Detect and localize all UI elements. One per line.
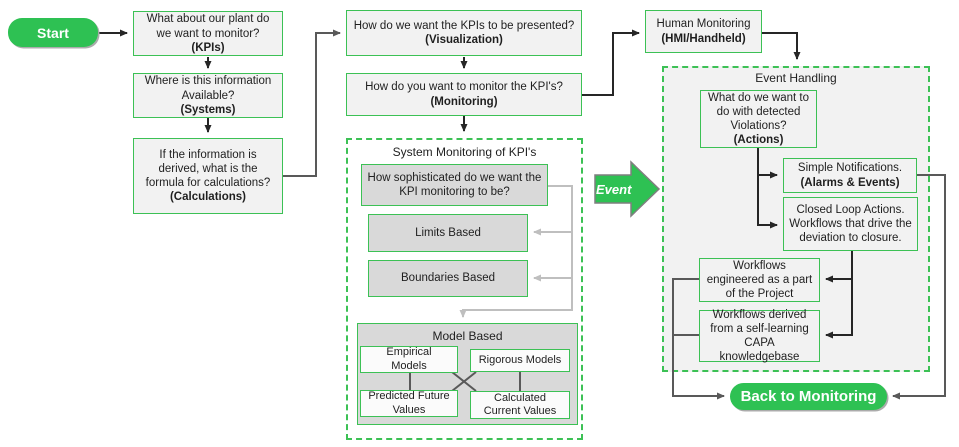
event-label: Event — [596, 182, 632, 197]
node-monitoring-text: How do you want to monitor the KPI's? — [365, 81, 563, 94]
arrow-calculations-to-visualization — [283, 29, 341, 177]
node-monitoring[interactable]: How do you want to monitor the KPI's? (M… — [346, 73, 582, 116]
node-limits-based-text: Limits Based — [415, 226, 481, 239]
back-to-monitoring-node[interactable]: Back to Monitoring — [730, 383, 887, 410]
node-sophistication-text: How sophisticated do we want the KPI mon… — [367, 171, 542, 198]
node-actions-tag: (Actions) — [733, 134, 784, 147]
node-limits-based[interactable]: Limits Based — [368, 214, 528, 252]
node-visualization-text: How do we want the KPIs to be presented? — [353, 19, 575, 32]
node-workflows-capa-text: Workflows derived from a self-learning C… — [710, 308, 809, 364]
node-sophistication[interactable]: How sophisticated do we want the KPI mon… — [361, 164, 548, 206]
node-kpis-tag: (KPIs) — [191, 41, 225, 54]
node-workflows-project-text: Workflows engineered as a part of the Pr… — [706, 259, 813, 301]
node-workflows-capa[interactable]: Workflows derived from a self-learning C… — [699, 308, 820, 364]
node-empirical-models[interactable]: Empirical Models — [360, 346, 458, 373]
node-kpis[interactable]: What about our plant do we want to monit… — [133, 11, 283, 56]
node-boundaries-based-text: Boundaries Based — [401, 272, 495, 285]
node-calculations-text: If the information is derived, what is t… — [145, 148, 271, 189]
node-visualization[interactable]: How do we want the KPIs to be presented?… — [346, 10, 582, 56]
start-node[interactable]: Start — [8, 18, 98, 47]
node-predicted-future-values-text: Predicted Future Values — [368, 390, 450, 416]
node-rigorous-models-text: Rigorous Models — [478, 353, 562, 366]
node-systems-text: Where is this information Available? — [144, 75, 272, 102]
node-kpis-text: What about our plant do we want to monit… — [146, 13, 270, 40]
node-closed-loop-actions[interactable]: Closed Loop Actions. Workflows that driv… — [783, 197, 918, 251]
node-empirical-models-text: Empirical Models — [386, 346, 432, 372]
node-calculations-tag: (Calculations) — [169, 191, 247, 204]
model-based-title: Model Based — [432, 329, 503, 343]
node-rigorous-models[interactable]: Rigorous Models — [470, 349, 570, 372]
node-systems-tag: (Systems) — [180, 103, 236, 116]
node-visualization-tag: (Visualization) — [425, 34, 503, 46]
node-closed-loop-actions-text: Closed Loop Actions. Workflows that driv… — [789, 203, 912, 244]
node-human-monitoring[interactable]: Human Monitoring (HMI/Handheld) — [645, 10, 762, 53]
node-monitoring-tag: (Monitoring) — [430, 95, 498, 108]
node-actions[interactable]: What do we want to do with detected Viol… — [700, 90, 817, 148]
node-actions-text: What do we want to do with detected Viol… — [708, 91, 809, 132]
node-simple-notifications[interactable]: Simple Notifications. (Alarms & Events) — [783, 158, 917, 193]
arrow-monitoring-to-human-monitoring — [582, 29, 640, 96]
node-systems[interactable]: Where is this information Available? (Sy… — [133, 73, 283, 118]
node-calculations[interactable]: If the information is derived, what is t… — [133, 138, 283, 214]
node-human-monitoring-text: Human Monitoring — [656, 18, 751, 31]
system-monitoring-title: System Monitoring of KPI's — [392, 145, 537, 159]
start-label: Start — [37, 24, 69, 41]
node-calculated-current-values[interactable]: Calculated Current Values — [470, 391, 570, 419]
back-to-monitoring-label: Back to Monitoring — [740, 388, 877, 405]
node-simple-notifications-text: Simple Notifications. — [797, 162, 903, 175]
event-handling-title: Event Handling — [755, 71, 837, 85]
node-boundaries-based[interactable]: Boundaries Based — [368, 260, 528, 297]
node-human-monitoring-tag: (HMI/Handheld) — [661, 32, 746, 45]
arrow-human-monitoring-to-event-handling — [762, 32, 801, 60]
node-simple-notifications-tag: (Alarms & Events) — [800, 176, 900, 189]
node-calculated-current-values-text: Calculated Current Values — [483, 391, 557, 417]
node-workflows-project[interactable]: Workflows engineered as a part of the Pr… — [699, 258, 820, 302]
node-predicted-future-values[interactable]: Predicted Future Values — [360, 390, 458, 417]
